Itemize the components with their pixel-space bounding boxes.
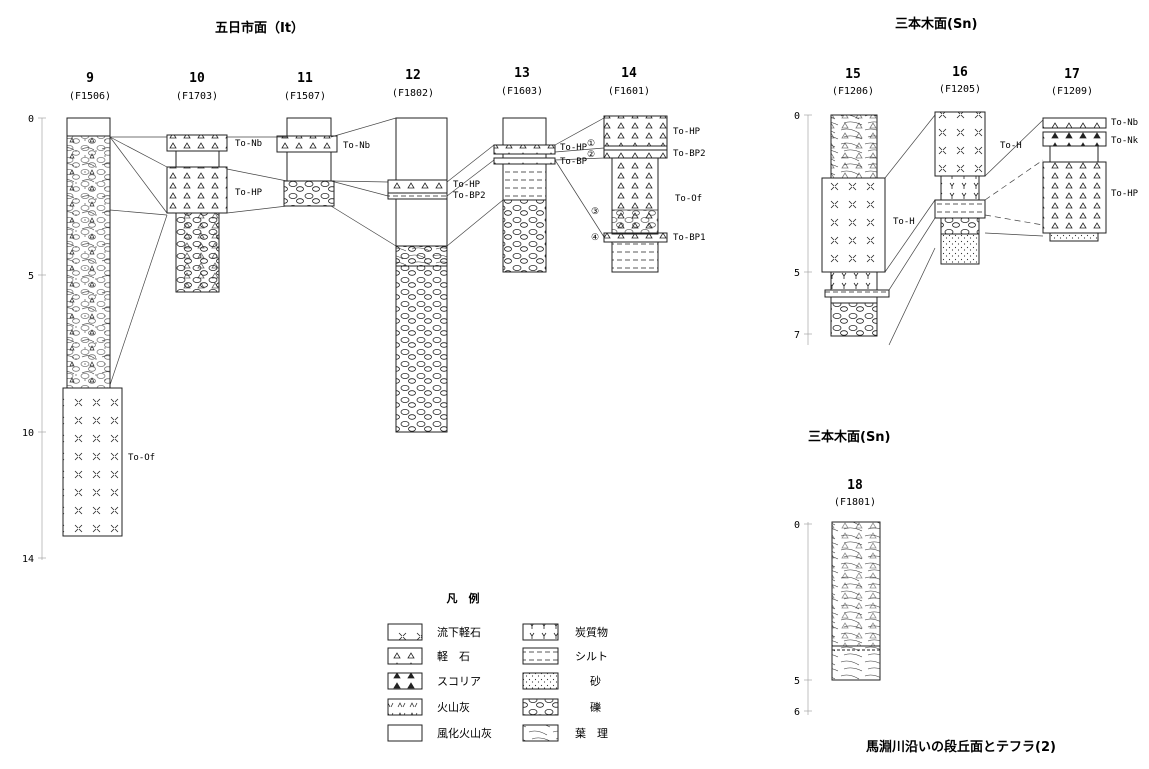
column-number: 12: [405, 68, 421, 83]
legend-label: 風化火山灰: [437, 726, 492, 740]
depth-tick-label: 5: [794, 268, 800, 279]
strat-column-18: [831, 521, 881, 681]
depth-tick-label: 5: [794, 676, 800, 687]
tephra-label: To-HP: [673, 127, 701, 137]
column-code: (F1506): [69, 91, 111, 102]
strat-column-16: [934, 111, 986, 265]
column-number: 10: [189, 71, 205, 86]
legend-swatch-pyroclastic-flow-pumice: [387, 623, 423, 641]
tephra-label: To-HP: [560, 143, 588, 153]
column-code: (F1601): [608, 86, 650, 97]
tephra-label: To-Nb: [343, 141, 370, 151]
legend-swatch-gravel: [522, 698, 559, 716]
title-sanbongi-bottom: 三本木面(Sn): [808, 429, 891, 445]
column-code: (F1507): [284, 91, 326, 102]
strat-column-9: [62, 117, 123, 537]
legend-label: 葉 理: [575, 726, 608, 740]
legend-swatch-pumice: [387, 647, 423, 665]
depth-tick-label: 6: [794, 707, 800, 718]
column-code: (F1603): [501, 86, 543, 97]
legend-label: 火山灰: [437, 700, 470, 714]
tephra-label: To-HP: [1111, 189, 1139, 199]
depth-tick-label: 10: [22, 428, 34, 439]
legend-label: スコリア: [437, 675, 481, 688]
legend-label: 礫: [590, 700, 601, 714]
tephra-label: To-Nb: [1111, 118, 1138, 128]
depth-tick-label: 0: [28, 114, 34, 125]
column-number: 14: [621, 66, 637, 81]
tephra-circle-label: ③: [591, 207, 599, 217]
tephra-label: To-Of: [128, 453, 155, 463]
tephra-circle-label: ④: [591, 233, 599, 243]
legend-label: 流下軽石: [437, 625, 481, 639]
tephra-label: To-H: [1000, 141, 1022, 151]
legend-swatch-lamination: [522, 724, 559, 742]
column-code: (F1801): [834, 497, 876, 508]
column-code: (F1209): [1051, 86, 1093, 97]
column-headers: 9 (F1506) 10 (F1703) 11 (F1507) 12 (F180…: [69, 65, 1093, 508]
column-code: (F1703): [176, 91, 218, 102]
tephra-label: To-BP2: [673, 149, 706, 159]
figure-caption: 馬淵川沿いの段丘面とテフラ(2): [866, 739, 1056, 755]
depth-tick-label: 14: [22, 554, 34, 565]
tephra-label: To-BP: [560, 157, 588, 167]
legend-swatch-volcanic-ash: [387, 698, 423, 716]
column-code: (F1205): [939, 84, 981, 95]
column-number: 9: [86, 71, 94, 86]
column-number: 11: [297, 71, 313, 86]
legend-swatch-scoria: [387, 672, 423, 690]
column-code: (F1206): [832, 86, 874, 97]
correlation-lines: [109, 114, 1044, 386]
tephra-label: To-HP: [453, 180, 481, 190]
legend-swatch-silt: [522, 647, 559, 665]
tephra-label: To-Nb: [235, 139, 262, 149]
tephra-label: To-HP: [235, 188, 263, 198]
depth-scale-bottom: [804, 522, 812, 715]
tephra-circle-label: ②: [587, 150, 595, 160]
strat-column-15: [821, 114, 890, 337]
depth-scale-left: [38, 117, 46, 560]
column-number: 18: [847, 478, 863, 493]
strat-column-14: [603, 115, 668, 273]
column-number: 17: [1064, 67, 1080, 82]
strat-column-12: [387, 117, 448, 433]
legend: 凡 例 流下軽石 軽 石 スコリア 火山灰 風化火山灰 炭質物 シルト 砂 礫 …: [387, 591, 608, 742]
column-number: 15: [845, 67, 861, 82]
depth-tick-label: 0: [794, 111, 800, 122]
tephra-label: To-Of: [675, 194, 702, 204]
depth-tick-label: 0: [794, 520, 800, 531]
title-sanbongi-top: 三本木面(Sn): [895, 16, 978, 32]
legend-title: 凡 例: [447, 591, 480, 605]
strat-column-17: [1042, 117, 1107, 242]
tephra-label: To-Nk: [1111, 136, 1139, 146]
tephra-label: To-BP2: [453, 191, 486, 201]
legend-swatch-weathered-volcanic-ash: [387, 724, 423, 742]
legend-label: 砂: [590, 675, 601, 688]
column-number: 16: [952, 65, 968, 80]
strat-column-11: [276, 117, 338, 207]
strat-column-10: [166, 134, 228, 293]
legend-label: シルト: [575, 650, 608, 663]
tephra-label: To-BP1: [673, 233, 706, 243]
column-code: (F1802): [392, 88, 434, 99]
depth-tick-label: 7: [794, 330, 800, 341]
depth-scale-right: [804, 114, 812, 345]
legend-label: 炭質物: [575, 625, 608, 639]
title-itsukaichi: 五日市面（It）: [215, 20, 304, 36]
tephra-circle-label: ①: [587, 139, 595, 149]
legend-swatch-carbonaceous-matter: [522, 623, 559, 641]
legend-swatch-sand: [522, 672, 559, 690]
depth-tick-label: 5: [28, 271, 34, 282]
strat-column-13: [493, 117, 556, 273]
legend-label: 軽 石: [437, 650, 470, 663]
column-number: 13: [514, 66, 530, 81]
tephra-label: To-H: [893, 217, 915, 227]
